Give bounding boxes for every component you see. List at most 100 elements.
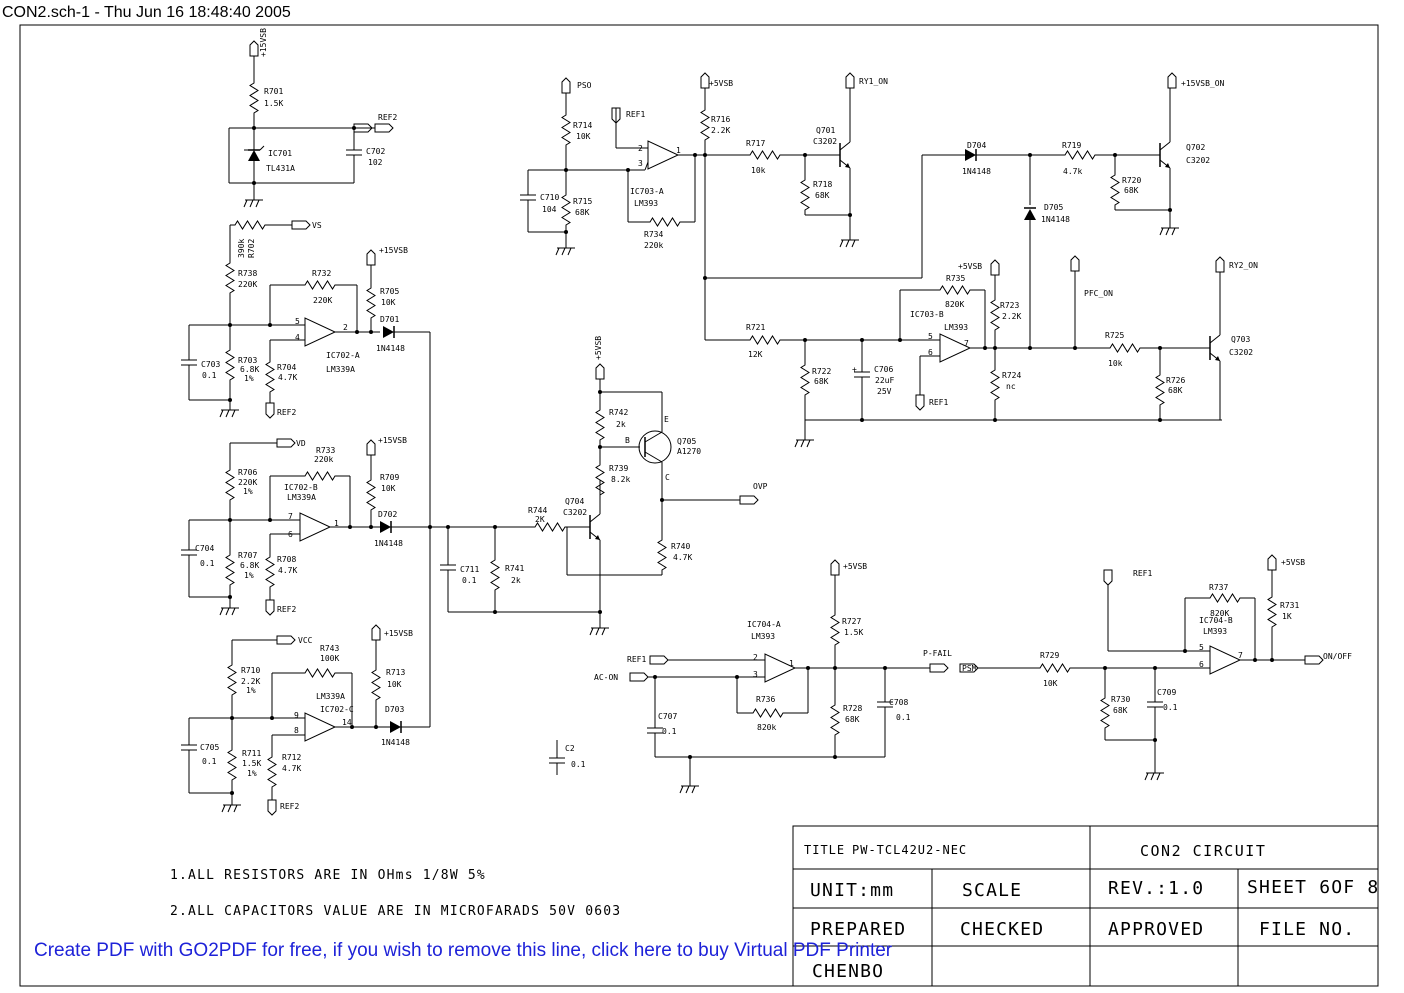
part-value: C3202 — [1186, 156, 1210, 165]
part-ref: C703 — [201, 360, 220, 369]
part-ref: R739 — [609, 464, 628, 473]
part-ref: R727 — [842, 617, 861, 626]
part-ref: R741 — [505, 564, 524, 573]
net-label: +5VSB — [594, 336, 603, 360]
part-ref: D701 — [380, 315, 399, 324]
part-ref: R740 — [671, 542, 690, 551]
part-ref: R716 — [711, 115, 730, 124]
part-ref: R715 — [573, 197, 592, 206]
part-ref: R712 — [282, 753, 301, 762]
net-label: REF1 — [627, 655, 646, 664]
net-label: RY2_ON — [1229, 261, 1258, 270]
net-label: VCC — [298, 636, 313, 645]
part-value: 10K — [1043, 679, 1058, 688]
unit-cell: UNIT:mm — [810, 880, 894, 901]
window-title: CON2.sch-1 - Thu Jun 16 18:48:40 2005 — [2, 4, 291, 21]
part-tolerance: 1% — [247, 769, 257, 778]
part-value: 4.7K — [278, 373, 297, 382]
part-ref: R711 — [242, 749, 261, 758]
part-tolerance: 1% — [244, 571, 254, 580]
scale-cell: SCALE — [962, 880, 1022, 901]
svg-text:+: + — [852, 365, 857, 374]
part-value: LM393 — [944, 323, 968, 332]
title-value: PW-TCL42U2-NEC — [852, 843, 967, 857]
part-ref: R729 — [1040, 651, 1059, 660]
part-value: 0.1 — [1163, 703, 1178, 712]
sheet-cell: SHEET 6OF 8 — [1247, 877, 1379, 898]
part-value: 8.2k — [611, 475, 630, 484]
pin-number: 5 — [1199, 643, 1204, 652]
pin-letter: E — [664, 415, 669, 424]
part-value: 1N4148 — [381, 738, 410, 747]
net-label: REF1 — [1133, 569, 1152, 578]
net-label: +15VSB — [259, 28, 268, 57]
part-value: 10K — [387, 680, 402, 689]
pin-number: 2 — [343, 323, 348, 332]
net-label: +15VSB — [379, 246, 408, 255]
ic703a-block — [519, 72, 860, 340]
ic703b-block: + — [705, 255, 1225, 448]
part-ref: R737 — [1209, 583, 1228, 592]
part-ref: R701 — [264, 87, 283, 96]
net-label: P-FAIL — [923, 649, 952, 658]
part-value: 4.7K — [673, 553, 692, 562]
part-ref: R735 — [946, 274, 965, 283]
part-ref: Q705 — [677, 437, 696, 446]
pin-number: 6 — [928, 348, 933, 357]
part-value: 68K — [814, 377, 829, 386]
part-ref: R705 — [380, 287, 399, 296]
part-value: 1.5K — [844, 628, 863, 637]
part-ref: R725 — [1105, 331, 1124, 340]
part-value: 1N4148 — [374, 539, 403, 548]
approved-cell: APPROVED — [1108, 919, 1204, 940]
part-ref: C707 — [658, 712, 677, 721]
part-value: C3202 — [563, 508, 587, 517]
part-ref: R709 — [380, 473, 399, 482]
net-label: PSM — [962, 664, 977, 673]
part-value: 4.7k — [1063, 167, 1082, 176]
part-ref: R719 — [1062, 141, 1081, 150]
part-value: 1.5K — [264, 99, 283, 108]
pdf-promo-link[interactable]: Create PDF with GO2PDF for free, if you … — [34, 940, 893, 961]
net-label: RY1_ON — [859, 77, 888, 86]
part-value: 1N4148 — [376, 344, 405, 353]
pin-number: 5 — [295, 317, 300, 326]
part-ref: R736 — [756, 695, 775, 704]
part-value: 220k — [314, 455, 333, 464]
part-ref: R723 — [1000, 301, 1019, 310]
part-value: LM393 — [1203, 627, 1227, 636]
ic702a-comparator-block — [180, 220, 431, 727]
part-value: 2.2K — [711, 126, 730, 135]
part-ref: R742 — [609, 408, 628, 417]
part-ref: IC703-A — [630, 187, 664, 196]
part-ref: C711 — [460, 565, 479, 574]
pin-number: 4 — [295, 333, 300, 342]
part-ref: R713 — [386, 668, 405, 677]
pin-number: 1 — [789, 659, 794, 668]
pin-number: 8 — [294, 726, 299, 735]
part-ref: C709 — [1157, 688, 1176, 697]
part-ref: Q703 — [1231, 335, 1250, 344]
net-label: +5VSB — [958, 262, 982, 271]
part-ref: R744 — [528, 506, 547, 515]
net-label: REF2 — [277, 605, 296, 614]
part-tolerance: 1% — [246, 686, 256, 695]
ic702b-comparator-block — [180, 438, 530, 616]
pin-number: 6 — [1199, 660, 1204, 669]
part-value: 820k — [757, 723, 776, 732]
pin-number: 3 — [753, 670, 758, 679]
part-value: 220k — [644, 241, 663, 250]
title-label: TITLE — [804, 843, 845, 857]
net-label: +5VSB — [709, 79, 733, 88]
net-label: AC-ON — [594, 673, 618, 682]
net-label: ON/OFF — [1323, 652, 1352, 661]
part-tolerance: 1% — [243, 487, 253, 496]
pin-number: 2 — [638, 144, 643, 153]
net-label: REF1 — [929, 398, 948, 407]
part-value: 2.2K — [241, 677, 260, 686]
prepared-by: CHENBO — [812, 961, 884, 982]
pin-number: 6 — [288, 530, 293, 539]
ovp-block — [439, 363, 759, 636]
part-ref: R721 — [746, 323, 765, 332]
part-value: LM393 — [634, 199, 658, 208]
